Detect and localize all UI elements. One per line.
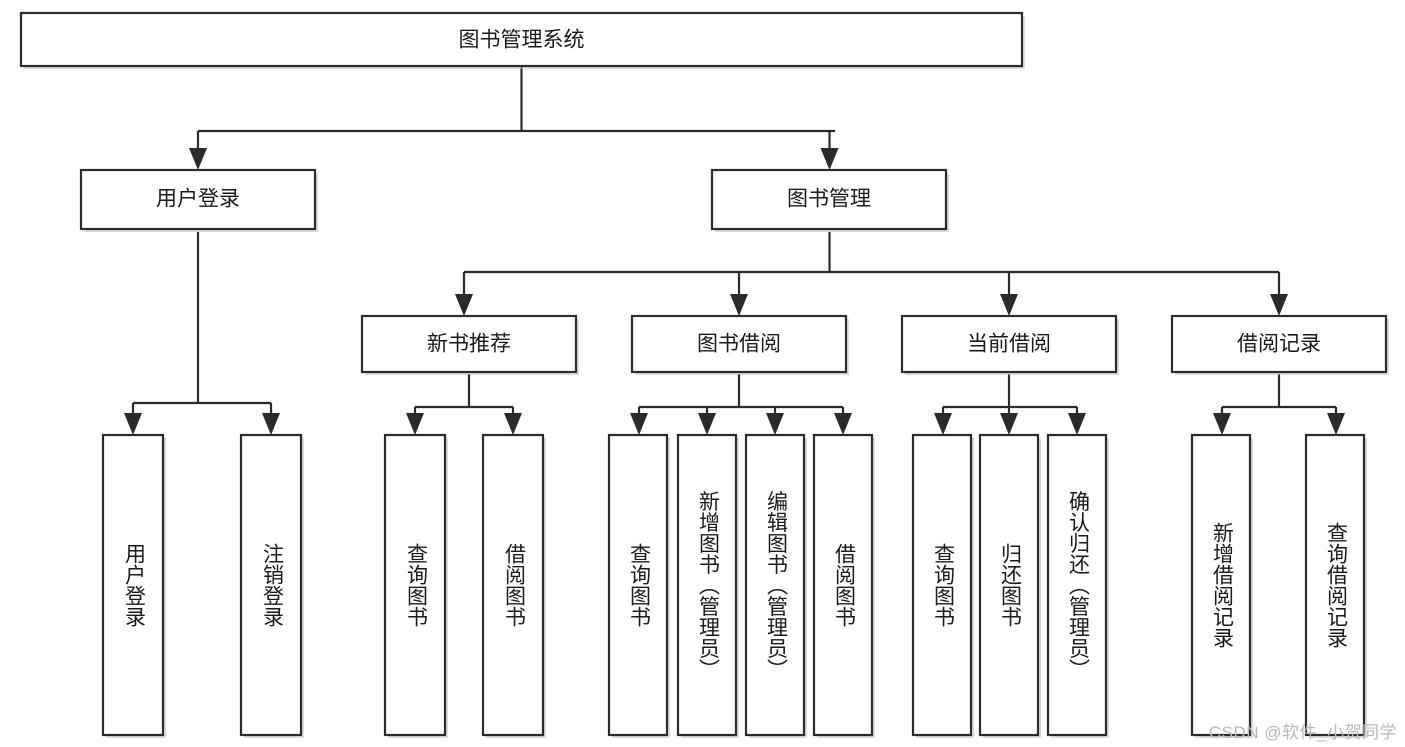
leaf4-label: 借阅图书 xyxy=(502,543,526,627)
arrow-nb-leaf3 xyxy=(406,413,424,435)
current-label: 当前借阅 xyxy=(967,333,1051,356)
arrow-cu-leaf11 xyxy=(1068,413,1086,435)
node-leaf-borrow-book-1[interactable]: 借阅图书 xyxy=(481,433,546,738)
leaf13-box[interactable] xyxy=(1304,433,1366,737)
leaf8-label: 借阅图书 xyxy=(832,543,856,627)
arrow-re-leaf12 xyxy=(1213,413,1231,435)
arrow-bm-newbook xyxy=(455,294,473,316)
leaf11-box[interactable] xyxy=(1046,433,1108,737)
leaf6-box[interactable] xyxy=(676,433,738,737)
borrow-label: 图书借阅 xyxy=(697,333,781,356)
node-root[interactable]: 图书管理系统 xyxy=(19,11,1025,69)
leaf8-box[interactable] xyxy=(812,433,874,737)
arrow-bo-leaf7 xyxy=(766,413,784,435)
login-label: 用户登录 xyxy=(156,188,240,211)
leaf5-box[interactable] xyxy=(607,433,669,737)
borrow-box[interactable] xyxy=(630,314,848,374)
node-leaf-query-book-1[interactable]: 查询图书 xyxy=(383,433,448,738)
node-login[interactable]: 用户登录 xyxy=(79,168,318,232)
leaf7-box[interactable] xyxy=(744,433,806,737)
leaf10-label: 归还图书 xyxy=(998,543,1022,627)
node-borrow[interactable]: 图书借阅 xyxy=(630,314,849,375)
arrow-re-leaf13 xyxy=(1327,413,1345,435)
leaf12-box[interactable] xyxy=(1190,433,1252,737)
arrow-bo-leaf5 xyxy=(630,413,648,435)
leaf2-box[interactable] xyxy=(239,433,303,737)
leaf4-box[interactable] xyxy=(481,433,545,737)
leaf6-label: 新增图书（管理员） xyxy=(696,491,720,680)
root-label: 图书管理系统 xyxy=(459,29,585,52)
node-newbook[interactable]: 新书推荐 xyxy=(360,314,579,375)
root-box[interactable] xyxy=(19,11,1024,68)
node-leaf-add-borrow-record[interactable]: 新增借阅记录 xyxy=(1190,433,1253,738)
node-leaf-borrow-book-2[interactable]: 借阅图书 xyxy=(812,433,875,738)
leaf2-label: 注销登录 xyxy=(260,543,284,627)
leaf9-box[interactable] xyxy=(911,433,973,737)
leaf13-label: 查询借阅记录 xyxy=(1324,522,1348,648)
node-leaf-edit-book-admin[interactable]: 编辑图书（管理员） xyxy=(744,433,807,738)
arrow-cu-leaf10 xyxy=(1000,413,1018,435)
leaf3-label: 查询图书 xyxy=(404,543,428,627)
connector-layer xyxy=(124,67,1345,435)
leaf12-label: 新增借阅记录 xyxy=(1210,522,1234,648)
leaf11-label: 确认归还（管理员） xyxy=(1066,491,1090,680)
node-leaf-query-book-2[interactable]: 查询图书 xyxy=(607,433,670,738)
node-current[interactable]: 当前借阅 xyxy=(900,314,1119,375)
leaf7-label: 编辑图书（管理员） xyxy=(764,491,788,680)
bookmgmt-box[interactable] xyxy=(710,168,948,231)
node-leaf-logout[interactable]: 注销登录 xyxy=(239,433,304,738)
node-leaf-query-book-3[interactable]: 查询图书 xyxy=(911,433,974,738)
leaf9-label: 查询图书 xyxy=(931,543,955,627)
records-label: 借阅记录 xyxy=(1237,333,1321,356)
leaf3-box[interactable] xyxy=(383,433,447,737)
newbook-box[interactable] xyxy=(360,314,578,374)
current-box[interactable] xyxy=(900,314,1118,374)
node-leaf-confirm-return-admin[interactable]: 确认归还（管理员） xyxy=(1046,433,1109,738)
arrow-bm-current xyxy=(1000,294,1018,316)
records-box[interactable] xyxy=(1170,314,1388,374)
node-leaf-add-book-admin[interactable]: 新增图书（管理员） xyxy=(676,433,739,738)
leaf5-label: 查询图书 xyxy=(627,543,651,627)
login-box[interactable] xyxy=(79,168,317,231)
arrow-root-to-login xyxy=(189,148,207,170)
arrow-login-leaf1 xyxy=(124,413,142,435)
arrow-cu-leaf9 xyxy=(934,413,952,435)
arrow-bm-borrow xyxy=(730,294,748,316)
arrow-login-leaf2 xyxy=(262,413,280,435)
bookmgmt-label: 图书管理 xyxy=(787,188,871,211)
arrow-root-to-bookmgmt xyxy=(820,148,839,170)
newbook-label: 新书推荐 xyxy=(427,333,511,356)
node-leaf-user-login[interactable]: 用户登录 xyxy=(101,433,166,738)
arrow-bm-records xyxy=(1270,294,1288,316)
leaf1-label: 用户登录 xyxy=(122,543,146,627)
csdn-watermark: CSDN @软件_小贺同学 xyxy=(1208,723,1397,742)
node-leaf-query-borrow-record[interactable]: 查询借阅记录 xyxy=(1304,433,1367,738)
arrow-bo-leaf8 xyxy=(834,413,852,435)
arrow-bo-leaf6 xyxy=(698,413,716,435)
node-leaf-return-book[interactable]: 归还图书 xyxy=(978,433,1041,738)
node-bookmgmt[interactable]: 图书管理 xyxy=(710,168,949,232)
leaf10-box[interactable] xyxy=(978,433,1040,737)
node-records[interactable]: 借阅记录 xyxy=(1170,314,1389,375)
arrow-nb-leaf4 xyxy=(504,413,522,435)
leaf1-box[interactable] xyxy=(101,433,165,737)
